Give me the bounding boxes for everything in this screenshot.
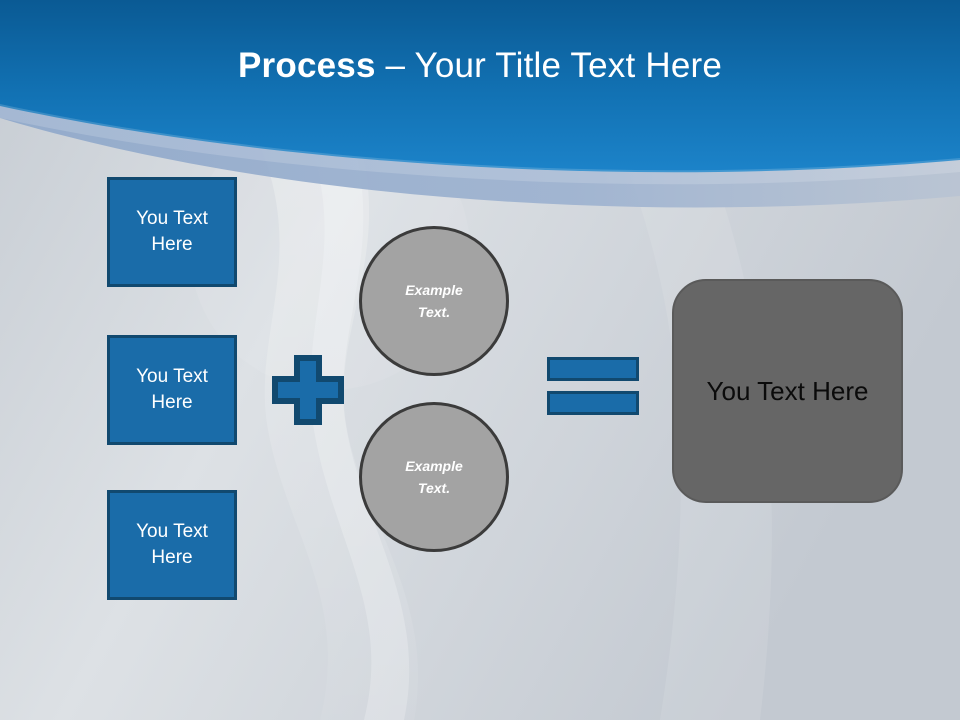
circle-2-line1: Example xyxy=(405,458,463,474)
input-box-2[interactable]: You Text Here xyxy=(107,335,237,445)
circle-1[interactable]: Example Text. xyxy=(359,226,509,376)
page-title-bold: Process xyxy=(238,46,376,85)
circle-2[interactable]: Example Text. xyxy=(359,402,509,552)
circle-2-line2: Text. xyxy=(417,480,451,496)
circle-1-line1: Example xyxy=(405,282,463,298)
equals-icon xyxy=(547,357,639,415)
input-box-1-line1: You Text xyxy=(136,208,208,229)
input-box-3-line1: You Text xyxy=(136,521,208,542)
result-box[interactable]: You Text Here xyxy=(672,279,903,503)
page-title-rest: Your Title Text Here xyxy=(414,46,722,85)
input-box-1-line2: Here xyxy=(151,234,193,255)
input-box-3[interactable]: You Text Here xyxy=(107,490,237,600)
page-title: Process – Your Title Text Here xyxy=(0,44,960,88)
input-box-3-text: You Text Here xyxy=(136,519,208,571)
circle-1-line2: Text. xyxy=(417,304,451,320)
input-box-1-text: You Text Here xyxy=(136,206,208,258)
input-box-2-line1: You Text xyxy=(136,366,208,387)
input-box-1[interactable]: You Text Here xyxy=(107,177,237,287)
input-box-3-line2: Here xyxy=(151,547,193,568)
result-box-label: You Text Here xyxy=(706,375,869,406)
equals-bar-top xyxy=(547,357,639,381)
plus-icon xyxy=(272,355,344,425)
page-title-separator: – xyxy=(375,46,415,85)
equals-bar-bottom xyxy=(547,391,639,415)
input-box-2-line2: Here xyxy=(151,392,193,413)
input-box-2-text: You Text Here xyxy=(136,364,208,416)
header-curve-highlight xyxy=(0,104,960,185)
